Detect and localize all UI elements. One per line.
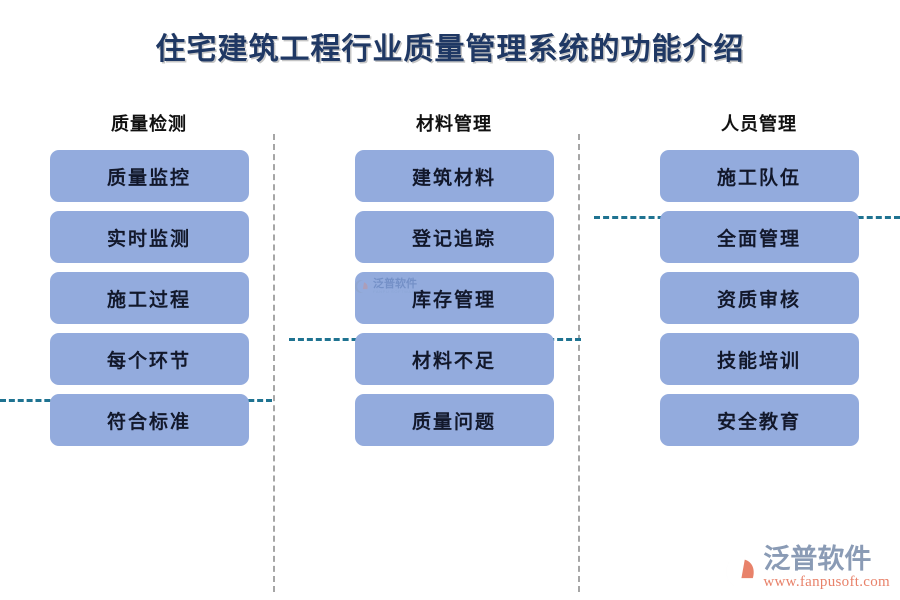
vertical-divider-2 [578, 134, 580, 592]
card-item[interactable]: 材料不足 [354, 333, 554, 385]
card-item[interactable]: 全面管理 [659, 211, 859, 263]
column-quality-inspection: 质量检测 质量监控 实时监测 施工过程 每个环节 符合标准 [39, 110, 259, 446]
column-header-1: 质量检测 [111, 114, 187, 134]
card-list-3: 施工队伍 全面管理 资质审核 技能培训 安全教育 [649, 150, 869, 446]
card-item[interactable]: 库存管理 [354, 272, 554, 324]
brand-url: www.fanpusoft.com [763, 574, 890, 590]
brand-text: 泛普软件 www.fanpusoft.com [763, 546, 890, 590]
card-item[interactable]: 资质审核 [659, 272, 859, 324]
card-item[interactable]: 质量监控 [49, 150, 249, 202]
column-personnel-management: 人员管理 施工队伍 全面管理 资质审核 技能培训 安全教育 [649, 110, 869, 446]
card-item[interactable]: 符合标准 [49, 394, 249, 446]
fanpu-logo-icon [721, 552, 759, 590]
card-item[interactable]: 每个环节 [49, 333, 249, 385]
card-item[interactable]: 技能培训 [659, 333, 859, 385]
brand-logo: 泛普软件 www.fanpusoft.com [721, 546, 890, 590]
column-header-2: 材料管理 [416, 114, 492, 134]
page-title: 住宅建筑工程行业质量管理系统的功能介绍 [155, 33, 745, 66]
card-list-1: 质量监控 实时监测 施工过程 每个环节 符合标准 [39, 150, 259, 446]
card-item[interactable]: 施工队伍 [659, 150, 859, 202]
brand-name: 泛普软件 [763, 544, 872, 574]
column-header-3: 人员管理 [721, 114, 797, 134]
card-list-2: 建筑材料 登记追踪 库存管理 材料不足 质量问题 [344, 150, 564, 446]
card-item[interactable]: 质量问题 [354, 394, 554, 446]
card-item[interactable]: 建筑材料 [354, 150, 554, 202]
card-item[interactable]: 安全教育 [659, 394, 859, 446]
card-item[interactable]: 实时监测 [49, 211, 249, 263]
column-material-management: 材料管理 建筑材料 登记追踪 库存管理 材料不足 质量问题 [344, 110, 564, 446]
card-item[interactable]: 登记追踪 [354, 211, 554, 263]
card-item[interactable]: 施工过程 [49, 272, 249, 324]
vertical-divider-1 [273, 134, 275, 592]
